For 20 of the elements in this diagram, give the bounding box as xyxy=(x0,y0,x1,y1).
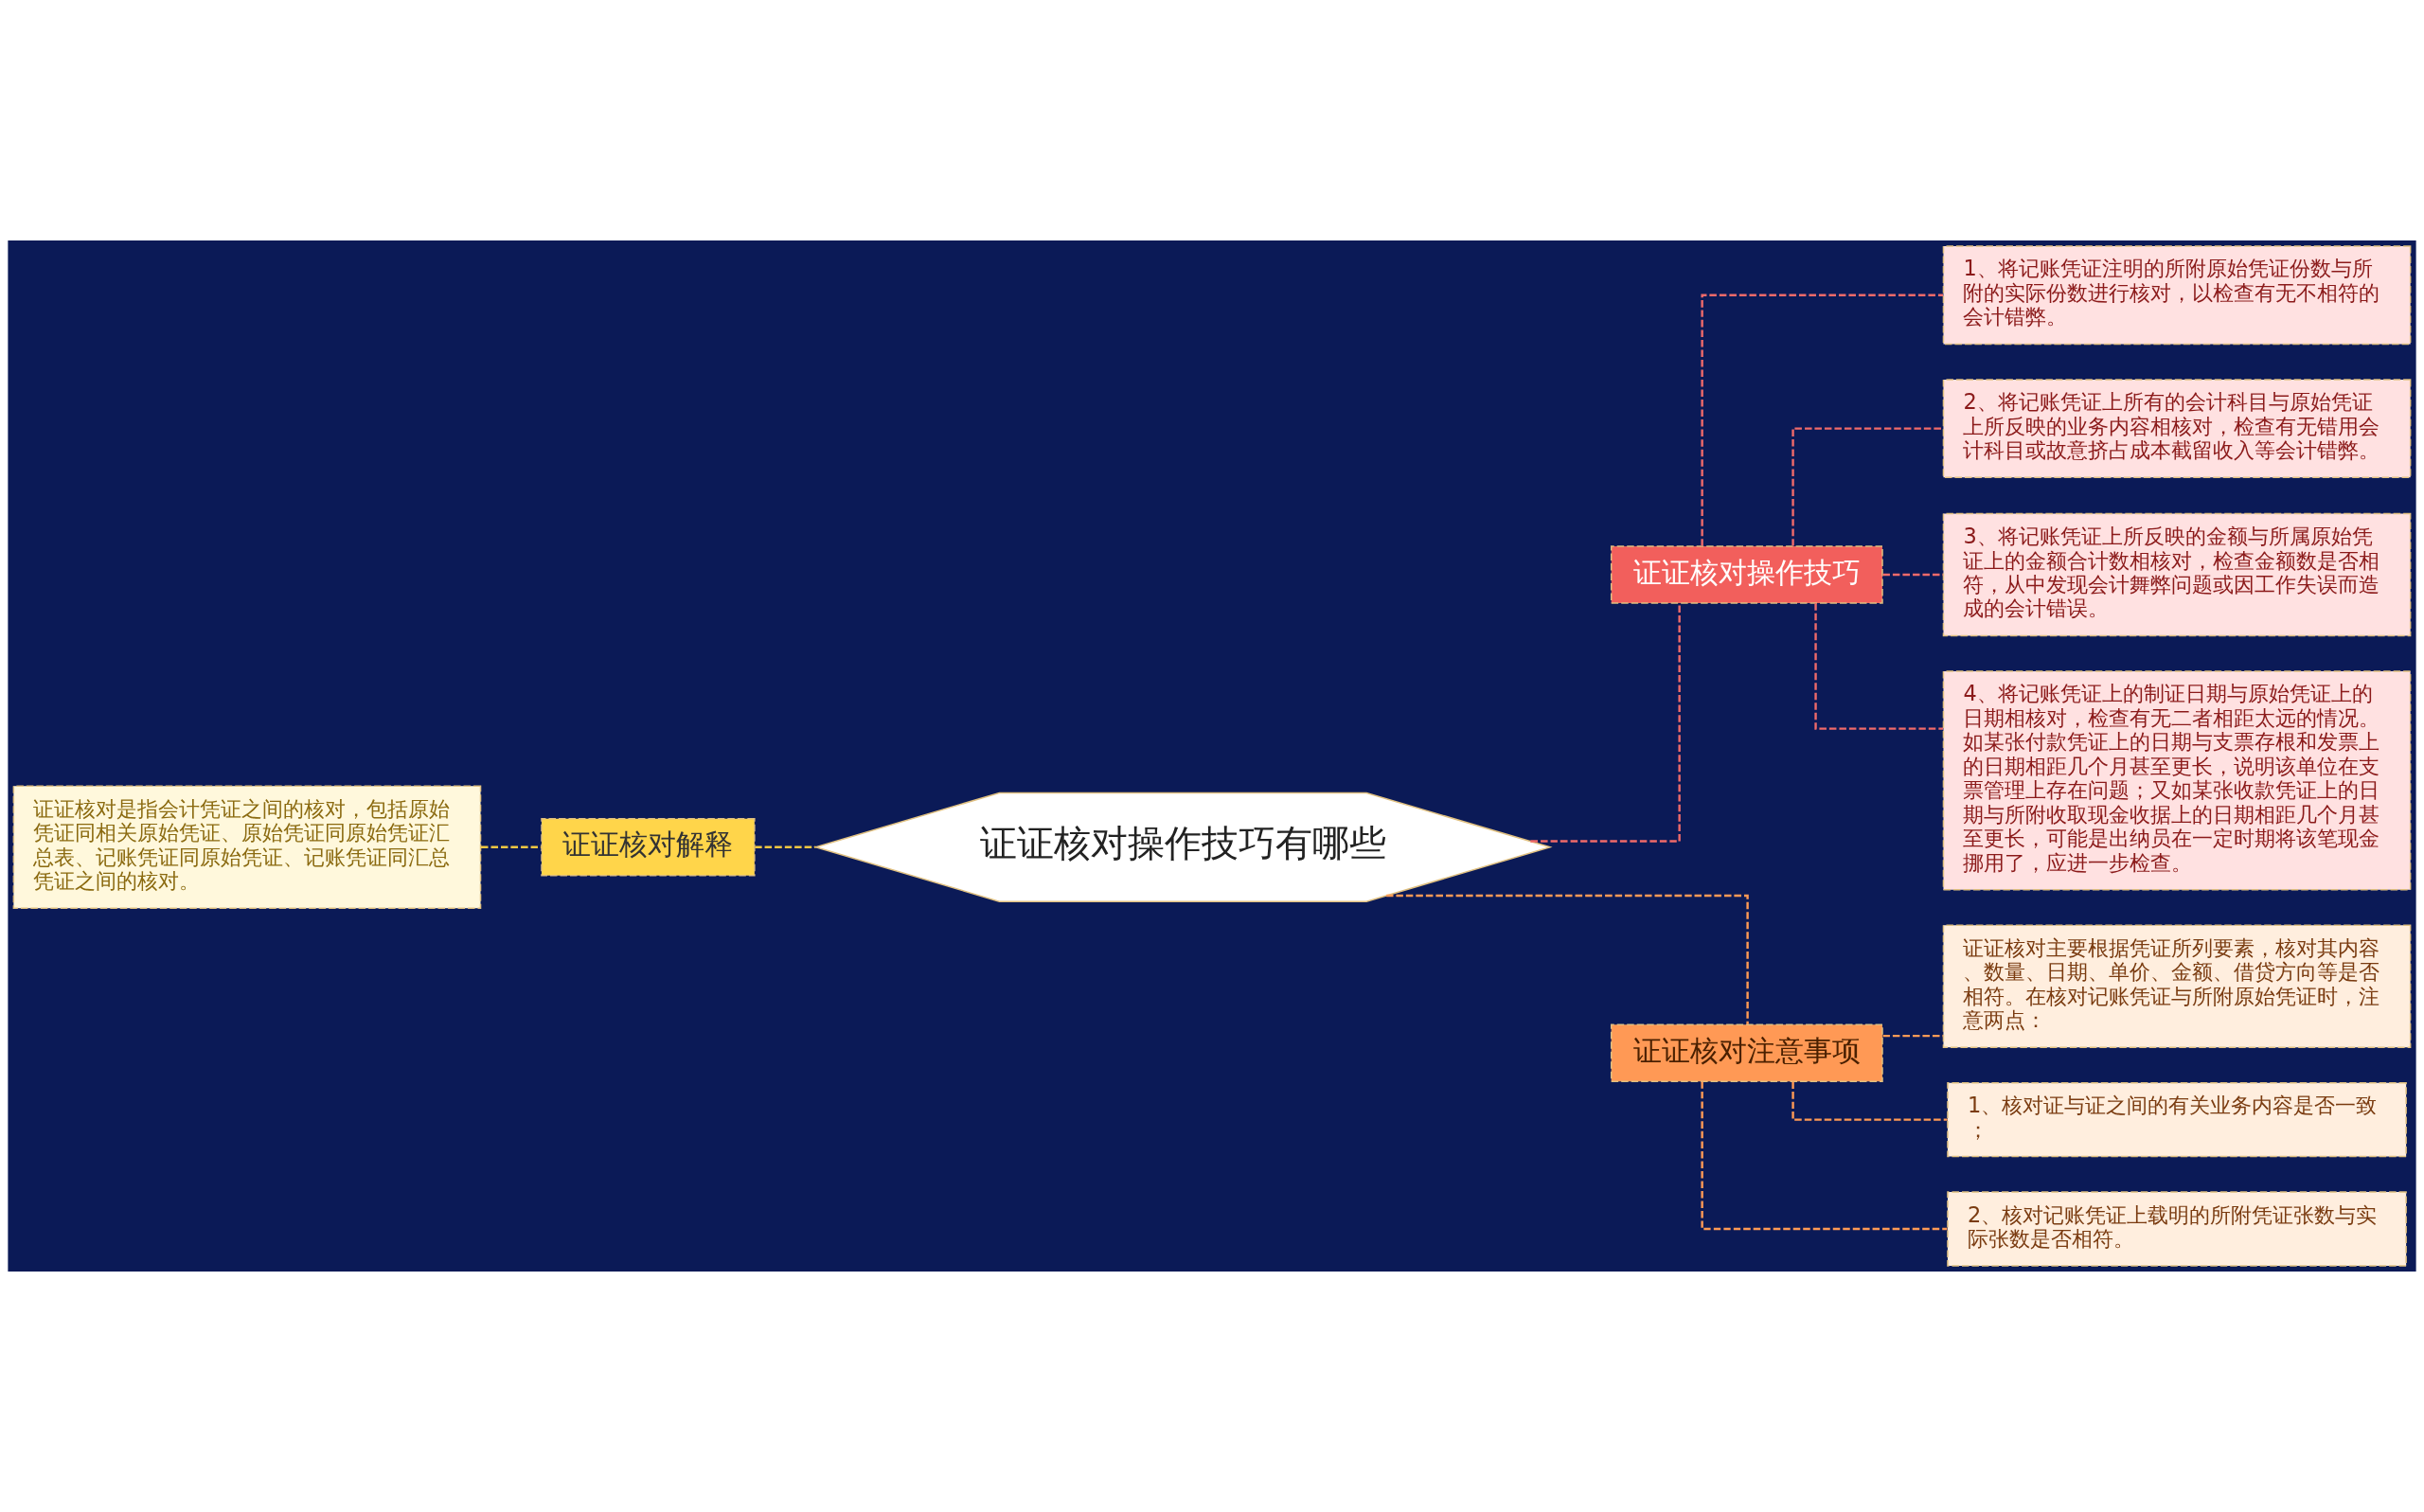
node-box: 证证核对操作技巧 xyxy=(1610,545,1883,604)
connector xyxy=(1814,603,1944,730)
node-box: 4、将记账凭证上的制证日期与原始凭证上的日期相核对，检查有无二者相距太远的情况。如某张付款凭证上的日期与支票存根和发票上的日期相距几个月甚至更长，说明该单位在支票管理上存在问题；又如某张收款凭证上的日期与所附收取现金收据上的日期相距几个月甚至更长，可能是出纳员在一定时期将该笔现金挪用了，应进一步检查。 xyxy=(1942,670,2412,891)
node-box: 3、将记账凭证上所反映的金额与所属原始凭证上的金额合计数相核对，检查金额数是否相符，从中发现会计舞弊问题或因工作失误而造成的会计错误。 xyxy=(1942,512,2412,637)
node-box: 证证核对是指会计凭证之间的核对，包括原始凭证同相关原始凭证、原始凭证同原始凭证汇总表、记账凭证同原始凭证、记账凭证同汇总凭证之间的核对。 xyxy=(12,785,482,909)
connector xyxy=(1701,294,1943,546)
node-box: 证证核对解释 xyxy=(541,818,756,877)
connector xyxy=(1530,603,1681,843)
connector xyxy=(755,845,816,848)
node-box: 证证核对主要根据凭证所列要素，核对其内容、数量、日期、单价、金额、借贷方向等是否相符。在核对记账凭证与所附原始凭证时，注意两点： xyxy=(1942,924,2412,1048)
connector xyxy=(1386,894,1749,1025)
node-box: 1、将记账凭证注明的所附原始凭证份数与所附的实际份数进行核对，以检查有无不相符的会计错弊。 xyxy=(1942,245,2412,346)
connector xyxy=(480,845,542,848)
connector xyxy=(1701,1081,1948,1231)
node-box: 2、将记账凭证上所有的会计科目与原始凭证上所反映的业务内容相核对，检查有无错用会计科目或故意挤占成本截留收入等会计错弊。 xyxy=(1942,379,2412,479)
connector xyxy=(1791,1081,1948,1121)
node-box: 1、核对证与证之间的有关业务内容是否一致； xyxy=(1947,1081,2407,1158)
node-box: 2、核对记账凭证上载明的所附凭证张数与实际张数是否相符。 xyxy=(1947,1191,2407,1267)
connector xyxy=(1791,427,1944,546)
node-box: 证证核对注意事项 xyxy=(1610,1023,1883,1082)
